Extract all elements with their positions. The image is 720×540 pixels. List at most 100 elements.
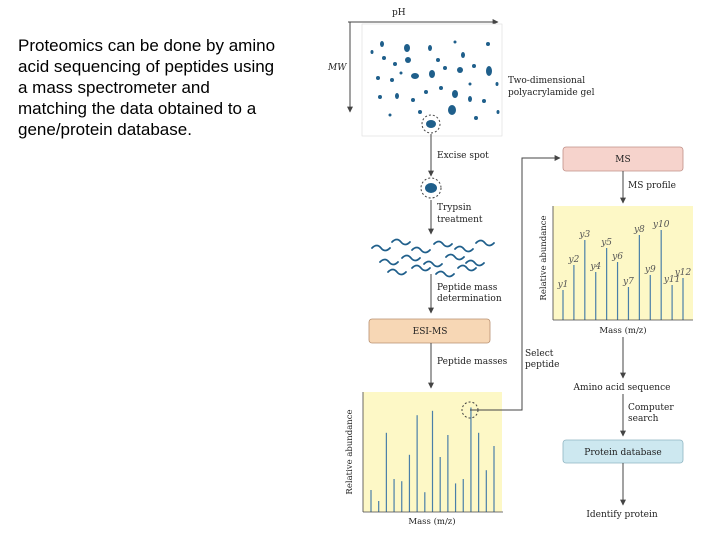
gel-spot	[448, 105, 456, 115]
ms-profile-label: MS profile	[628, 181, 676, 191]
excised-spot-ring	[421, 114, 441, 134]
gel-spot	[461, 52, 465, 58]
intro-line: a mass spectrometer and	[18, 78, 210, 97]
ion-label: y5	[600, 238, 612, 248]
peptide-fragment	[454, 245, 474, 253]
peptide-fragment	[435, 270, 455, 278]
esi-ms-box	[368, 318, 491, 344]
gel-spot	[486, 42, 490, 46]
ion-label: y11	[663, 275, 681, 285]
trypsin-line: Trypsin	[437, 203, 472, 213]
peptide-fragment	[465, 259, 485, 267]
gel-spot	[399, 71, 403, 75]
ion-label: y9	[644, 265, 656, 275]
gel-spot	[495, 82, 499, 86]
ion-label: y3	[578, 230, 590, 240]
intro-line: gene/protein database.	[18, 120, 192, 139]
select-peptide-label: Select	[525, 349, 554, 359]
gel-spot	[457, 67, 463, 73]
peptide-mass-line: determination	[437, 294, 502, 304]
gel-spot	[424, 90, 428, 94]
gel-spots	[370, 40, 500, 120]
gel-spot	[428, 45, 432, 51]
gel-spot	[411, 73, 419, 79]
intro-line: matching the data obtained to a	[18, 99, 257, 118]
gel-spot	[411, 98, 415, 102]
trypsin-label: Trypsin	[437, 203, 472, 213]
gel-spot	[388, 113, 392, 117]
peptide-mass-label: determination	[437, 294, 502, 304]
gel-spot	[482, 99, 486, 103]
peptide-fragment	[379, 258, 399, 266]
gel-spot	[370, 50, 374, 54]
computer-search-line: Computer	[628, 403, 674, 413]
peptide-fragment	[475, 239, 495, 247]
peptide-fragment	[401, 254, 421, 262]
gel-label: polyacrylamide gel	[508, 88, 595, 98]
gel-spot	[452, 90, 458, 98]
peptide-fragment	[457, 264, 477, 272]
gel-spot	[395, 93, 399, 99]
gel-spot	[453, 40, 457, 44]
ion-label: y12	[674, 268, 692, 278]
isolated-spot	[425, 183, 437, 193]
gel-spot	[443, 66, 447, 70]
excise-spot-label: Excise spot	[437, 151, 489, 161]
esi-ms-label: ESI-MS	[413, 327, 448, 337]
computer-search-label: Computer	[628, 403, 674, 413]
gel-label-line: Two-dimensional	[508, 76, 585, 86]
intro-text: Proteomics can be done by amino acid seq…	[18, 35, 318, 140]
peptide-fragment	[445, 253, 465, 261]
gel-spot	[436, 58, 440, 62]
peptide-mass-spectrum-peaks	[370, 407, 495, 512]
peptide-fragment	[433, 240, 453, 248]
gel-label: Two-dimensional	[508, 76, 585, 86]
peptide-fragment	[371, 244, 391, 252]
trypsin-line: treatment	[437, 215, 483, 225]
excised-spot	[426, 120, 436, 128]
spectrum-xlabel: Mass (m/z)	[408, 516, 455, 527]
ion-label: y4	[589, 262, 601, 272]
intro-line: acid sequencing of peptides using	[18, 57, 275, 76]
gel-spot	[486, 66, 492, 76]
ph-label: pH	[392, 8, 406, 18]
isolated-spot-ring	[420, 177, 442, 199]
ion-label: y10	[652, 220, 670, 230]
gel-spot	[404, 44, 410, 52]
gel-spot	[380, 41, 384, 47]
ion-label: y2	[568, 255, 580, 265]
peptide-fragment	[391, 238, 411, 246]
gel-spot	[429, 70, 435, 78]
ms-profile-plot	[553, 206, 693, 320]
gel-spot	[393, 62, 397, 66]
mw-label: MW	[327, 63, 347, 73]
computer-search-label: search	[628, 414, 659, 424]
ion-label: y7	[622, 277, 634, 287]
gel-spot	[382, 56, 386, 60]
protein-database-label: Protein database	[584, 448, 661, 458]
gel-spot	[468, 82, 472, 86]
gel-spot	[468, 96, 472, 102]
peptide-fragment	[411, 246, 431, 254]
select-peptide-arrow	[470, 155, 561, 411]
peptide-masses-label: Peptide masses	[437, 357, 508, 367]
ms-profile-ylabel: Relative abundance	[539, 215, 549, 300]
select-peptide-line: Select	[525, 349, 554, 359]
spectrum-ylabel: Relative abundance	[345, 409, 355, 494]
gel-spot	[390, 78, 394, 82]
peptide-fragments	[371, 238, 495, 278]
gel-image	[361, 23, 503, 137]
ion-label: y6	[611, 252, 623, 262]
gel-spot	[472, 64, 476, 68]
ion-label: y1	[557, 280, 569, 290]
select-peptide-line: peptide	[525, 360, 559, 370]
trypsin-label: treatment	[437, 215, 483, 225]
computer-search-line: search	[628, 414, 659, 424]
peptide-mass-label: Peptide mass	[437, 283, 498, 293]
gel-spot	[405, 57, 411, 63]
peptide-fragment	[387, 268, 407, 276]
peptide-mass-line: Peptide mass	[437, 283, 498, 293]
identify-protein-label: Identify protein	[586, 510, 658, 520]
